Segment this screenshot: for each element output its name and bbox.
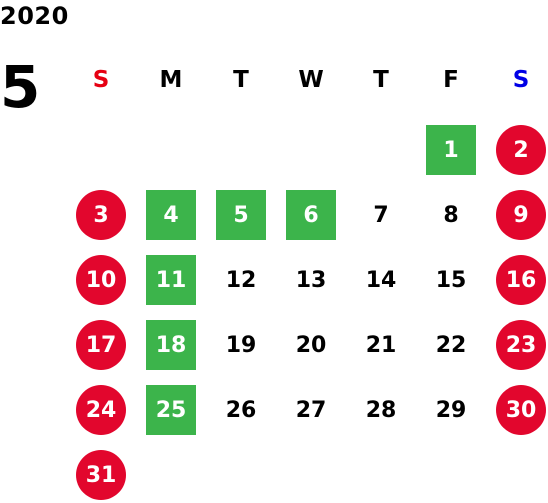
calendar-day-18[interactable]: 18 [146, 320, 196, 370]
calendar-day-7[interactable]: 7 [373, 202, 389, 228]
calendar-day-6[interactable]: 6 [286, 190, 336, 240]
calendar-month: 5 [0, 53, 41, 121]
calendar-day-16[interactable]: 16 [496, 255, 546, 305]
calendar-year: 2020 [0, 2, 69, 30]
calendar-day-10[interactable]: 10 [76, 255, 126, 305]
calendar-day-3[interactable]: 3 [76, 190, 126, 240]
calendar-day-23[interactable]: 23 [496, 320, 546, 370]
calendar-day-2[interactable]: 2 [496, 125, 546, 175]
calendar-day-5[interactable]: 5 [216, 190, 266, 240]
calendar-day-31[interactable]: 31 [76, 450, 126, 500]
calendar-day-22[interactable]: 22 [435, 332, 467, 358]
calendar-day-17[interactable]: 17 [76, 320, 126, 370]
calendar-day-12[interactable]: 12 [225, 267, 257, 293]
calendar-day-25[interactable]: 25 [146, 385, 196, 435]
calendar-day-21[interactable]: 21 [365, 332, 397, 358]
calendar-day-27[interactable]: 27 [295, 397, 327, 423]
calendar-day-1[interactable]: 1 [426, 125, 476, 175]
calendar-day-28[interactable]: 28 [365, 397, 397, 423]
calendar-day-11[interactable]: 11 [146, 255, 196, 305]
calendar-day-30[interactable]: 30 [496, 385, 546, 435]
weekday-label-4: T [373, 67, 389, 93]
calendar-day-29[interactable]: 29 [435, 397, 467, 423]
weekday-label-1: M [159, 67, 183, 93]
calendar-day-13[interactable]: 13 [295, 267, 327, 293]
calendar-day-14[interactable]: 14 [365, 267, 397, 293]
weekday-label-5: F [443, 67, 459, 93]
calendar-day-19[interactable]: 19 [225, 332, 257, 358]
weekday-label-0: S [92, 67, 110, 93]
calendar-day-15[interactable]: 15 [435, 267, 467, 293]
weekday-label-2: T [233, 67, 249, 93]
calendar-day-9[interactable]: 9 [496, 190, 546, 240]
calendar-day-20[interactable]: 20 [295, 332, 327, 358]
calendar-day-24[interactable]: 24 [76, 385, 126, 435]
calendar-day-4[interactable]: 4 [146, 190, 196, 240]
weekday-label-3: W [298, 67, 324, 93]
calendar-day-8[interactable]: 8 [443, 202, 459, 228]
calendar-day-26[interactable]: 26 [225, 397, 257, 423]
weekday-label-6: S [512, 67, 530, 93]
